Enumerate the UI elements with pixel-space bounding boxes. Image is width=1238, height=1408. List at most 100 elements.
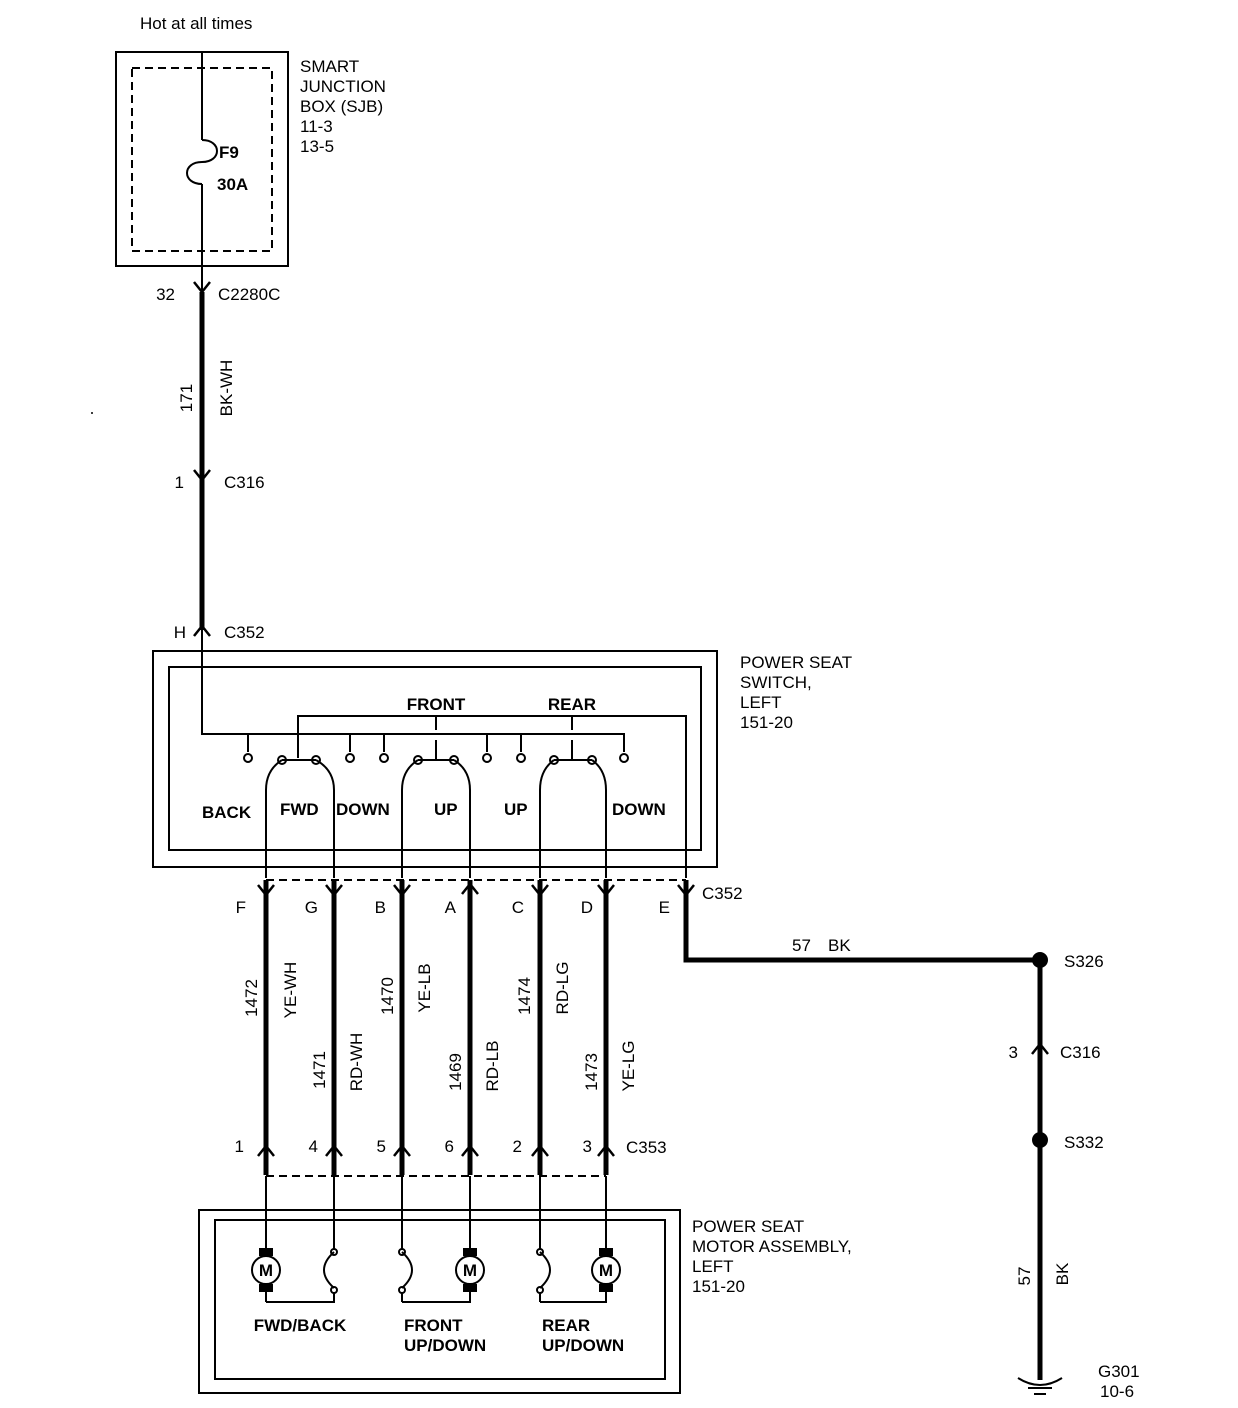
pin-label: 2 [513, 1137, 522, 1156]
circuit-number: 1469 [446, 1053, 465, 1091]
power-seat-motor-assembly: POWER SEAT MOTOR ASSEMBLY, LEFT 151-20 M… [198, 1176, 852, 1394]
pin-label: B [375, 898, 386, 917]
output-wire: G 1471 RD-WH 4 [305, 880, 366, 1175]
pin-label: D [581, 898, 593, 917]
motor-fwd-back: M FWD/BACK [251, 1176, 347, 1335]
circuit-number: 1473 [582, 1053, 601, 1091]
splice-icon [1032, 1132, 1048, 1148]
motor-label: FWD/BACK [254, 1316, 347, 1335]
connector-label: C352 [702, 884, 743, 903]
circuit-number: 57 [1015, 1267, 1034, 1286]
output-wire: A 1469 RD-LB 6 [445, 880, 502, 1175]
pin-label: 3 [583, 1137, 592, 1156]
circuit-number: 1472 [242, 979, 261, 1017]
splice-icon [1032, 952, 1048, 968]
circuit-number: 1470 [378, 977, 397, 1015]
connector-icon [531, 884, 549, 898]
motor-assembly-label-3: LEFT [692, 1257, 734, 1276]
pin-label: F [236, 898, 246, 917]
wire-color: BK-WH [217, 360, 236, 417]
pin-label: 1 [175, 473, 184, 492]
sjb-label-2: JUNCTION [300, 77, 386, 96]
connector-icon [393, 884, 411, 898]
wire-color: YE-LG [619, 1040, 638, 1091]
sjb-label-4: 11-3 [300, 117, 333, 136]
pin-label: 6 [445, 1137, 454, 1156]
motor-rear-up-down: M REAR UP/DOWN [536, 1176, 624, 1355]
feed-wire: 32 C2280C 171 BK-WH 1 C316 H C352 [156, 266, 280, 668]
circuit-number: 1471 [310, 1051, 329, 1089]
connector-icon [461, 881, 479, 895]
motor-label: FRONT [404, 1316, 463, 1335]
splice-label: S326 [1064, 952, 1104, 971]
switch-position-up: UP [434, 800, 458, 819]
switch-position-up: UP [504, 800, 528, 819]
motor-label: REAR [542, 1316, 590, 1335]
pin-label: 4 [309, 1137, 318, 1156]
pin-label: 1 [235, 1137, 244, 1156]
wire-color: RD-LB [483, 1040, 502, 1091]
connector-icon [461, 1143, 479, 1157]
connector-label: C2280C [218, 285, 280, 304]
switch-position-down: DOWN [336, 800, 390, 819]
connector-icon [325, 884, 343, 898]
diagram-header: Hot at all times [140, 14, 252, 33]
switch-label-1: POWER SEAT [740, 653, 852, 672]
connector-icon [193, 469, 211, 483]
connector-label: C352 [224, 623, 265, 642]
motor-symbol: M [599, 1261, 613, 1280]
motor-front-up-down: M FRONT UP/DOWN [398, 1176, 486, 1355]
circuit-number: 1474 [515, 977, 534, 1015]
motor-assembly-label-4: 151-20 [692, 1277, 745, 1296]
motor-symbol: M [259, 1261, 273, 1280]
connector-icon [257, 1143, 275, 1157]
pin-label: A [445, 898, 457, 917]
connector-icon [597, 1143, 615, 1157]
output-wire: D 1473 YE-LG 3 [581, 880, 638, 1175]
splice-label: S332 [1064, 1133, 1104, 1152]
connector-icon [325, 1143, 343, 1157]
switch-label-2: SWITCH, [740, 673, 812, 692]
wire-color: BK [828, 936, 851, 955]
front-label: FRONT [407, 695, 466, 714]
ground-ref: 10-6 [1100, 1382, 1134, 1401]
connector-label: C316 [1060, 1043, 1101, 1062]
switch-label-4: 151-20 [740, 713, 793, 732]
connector-icon [393, 1143, 411, 1157]
pin-label: 5 [377, 1137, 386, 1156]
connector-label: C353 [626, 1138, 667, 1157]
switch-position-down: DOWN [612, 800, 666, 819]
output-wire: C 1474 RD-LG 2 [512, 880, 572, 1175]
pin-label: 3 [1009, 1043, 1018, 1062]
pin-label: G [305, 898, 318, 917]
switch-position-fwd: FWD [280, 800, 319, 819]
connector-icon [193, 623, 211, 637]
fuse-rating: 30A [217, 175, 248, 194]
pin-label: C [512, 898, 524, 917]
pin-label: 32 [156, 285, 175, 304]
switch-position-back: BACK [202, 803, 252, 822]
ground-icon [1017, 1377, 1063, 1395]
connector-icon [257, 884, 275, 898]
smart-junction-box: F9 30A SMART JUNCTION BOX (SJB) 11-3 13-… [115, 51, 386, 267]
circuit-number: 171 [177, 384, 196, 412]
fuse-label: F9 [219, 143, 239, 162]
ground-path: E C352 57 BK S326 3 C316 S332 57 BK G301… [659, 880, 1140, 1401]
switch-label-3: LEFT [740, 693, 782, 712]
output-wire: F 1472 YE-WH 1 [235, 880, 300, 1175]
sjb-label-1: SMART [300, 57, 359, 76]
motor-label: UP/DOWN [542, 1336, 624, 1355]
connector-icon [531, 1143, 549, 1157]
connector-icon [597, 884, 615, 898]
wire-color: BK [1053, 1262, 1072, 1285]
wire-color: RD-WH [347, 1033, 366, 1092]
pin-label: E [659, 898, 670, 917]
motor-label: UP/DOWN [404, 1336, 486, 1355]
power-seat-switch: POWER SEAT SWITCH, LEFT 151-20 FRONT REA… [152, 650, 852, 878]
motor-assembly-label-2: MOTOR ASSEMBLY, [692, 1237, 852, 1256]
rear-label: REAR [548, 695, 596, 714]
sjb-label-3: BOX (SJB) [300, 97, 383, 116]
pin-label: H [174, 623, 186, 642]
wire-color: RD-LG [553, 962, 572, 1015]
